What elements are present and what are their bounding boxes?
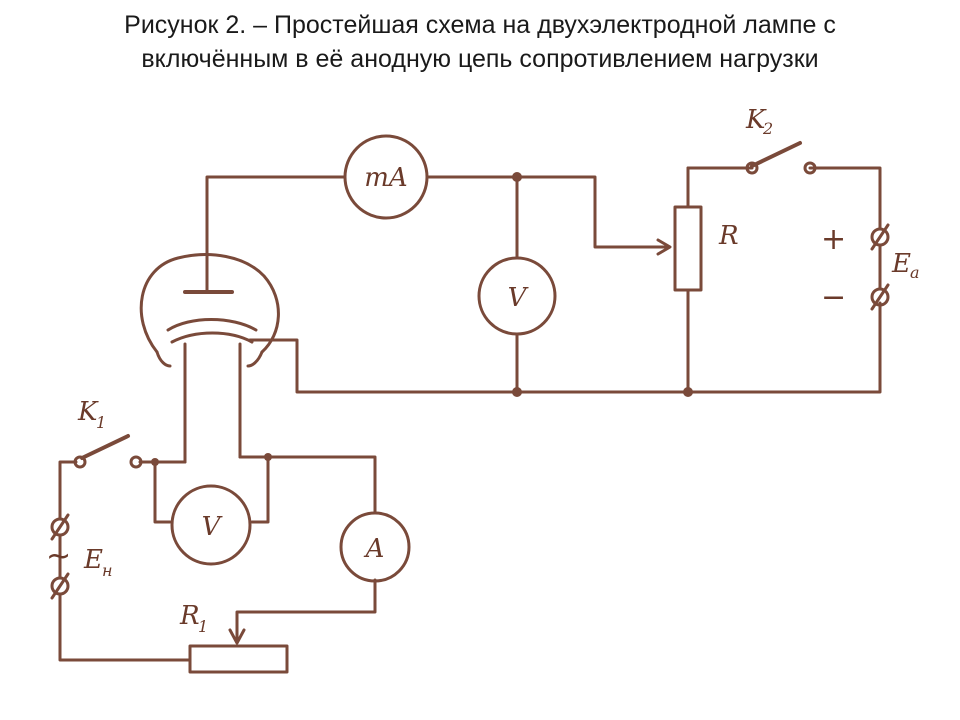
junction-dot xyxy=(151,458,159,466)
anode-voltmeter-label: V xyxy=(508,283,529,313)
figure-caption: Рисунок 2. – Простейшая схема на двухэле… xyxy=(0,8,960,76)
junction-dot xyxy=(512,172,522,182)
caption-line-1: Рисунок 2. – Простейшая схема на двухэле… xyxy=(124,11,836,39)
anode-source-sub: a xyxy=(910,263,920,282)
junction-dot xyxy=(264,453,272,461)
load-resistor: R xyxy=(673,205,739,292)
junction-dot xyxy=(512,387,522,397)
rheostat-r1: R 1 xyxy=(179,601,289,674)
switch-k1-label: K xyxy=(77,397,99,427)
junction-dot xyxy=(683,387,693,397)
load-resistor-label: R xyxy=(718,221,739,251)
switch-k1-sub: 1 xyxy=(96,413,106,432)
rheostat-label: R xyxy=(179,601,200,631)
heater-source-label: E xyxy=(83,545,103,575)
minus-sign: − xyxy=(821,280,846,315)
heater-source: ~ E н xyxy=(46,513,113,600)
switch-k2-label: K xyxy=(745,105,767,135)
anode-voltmeter: V xyxy=(477,256,557,336)
milliammeter-label: mA xyxy=(364,163,407,193)
heater-wiring xyxy=(58,455,377,662)
switch-k1: K 1 xyxy=(73,397,143,469)
switch-k2: K 2 xyxy=(745,105,817,175)
anode-source-label: E xyxy=(891,249,911,279)
milliammeter: mA xyxy=(343,134,429,220)
caption-line-2: включённым в её анодную цепь сопротивлен… xyxy=(141,45,819,73)
heater-ammeter-label: A xyxy=(364,534,385,564)
switch-k2-sub: 2 xyxy=(762,119,773,138)
anode-source: + − E a xyxy=(821,222,920,315)
heater-voltmeter-label: V xyxy=(202,512,223,542)
heater-source-sub: н xyxy=(102,561,113,580)
heater-ammeter: A xyxy=(339,511,411,583)
rheostat-sub: 1 xyxy=(198,617,208,636)
diode-tube xyxy=(139,253,280,464)
plus-sign: + xyxy=(821,222,846,257)
heater-voltmeter: V xyxy=(170,484,252,566)
anode-wiring xyxy=(205,166,882,394)
ac-symbol: ~ xyxy=(46,539,71,574)
